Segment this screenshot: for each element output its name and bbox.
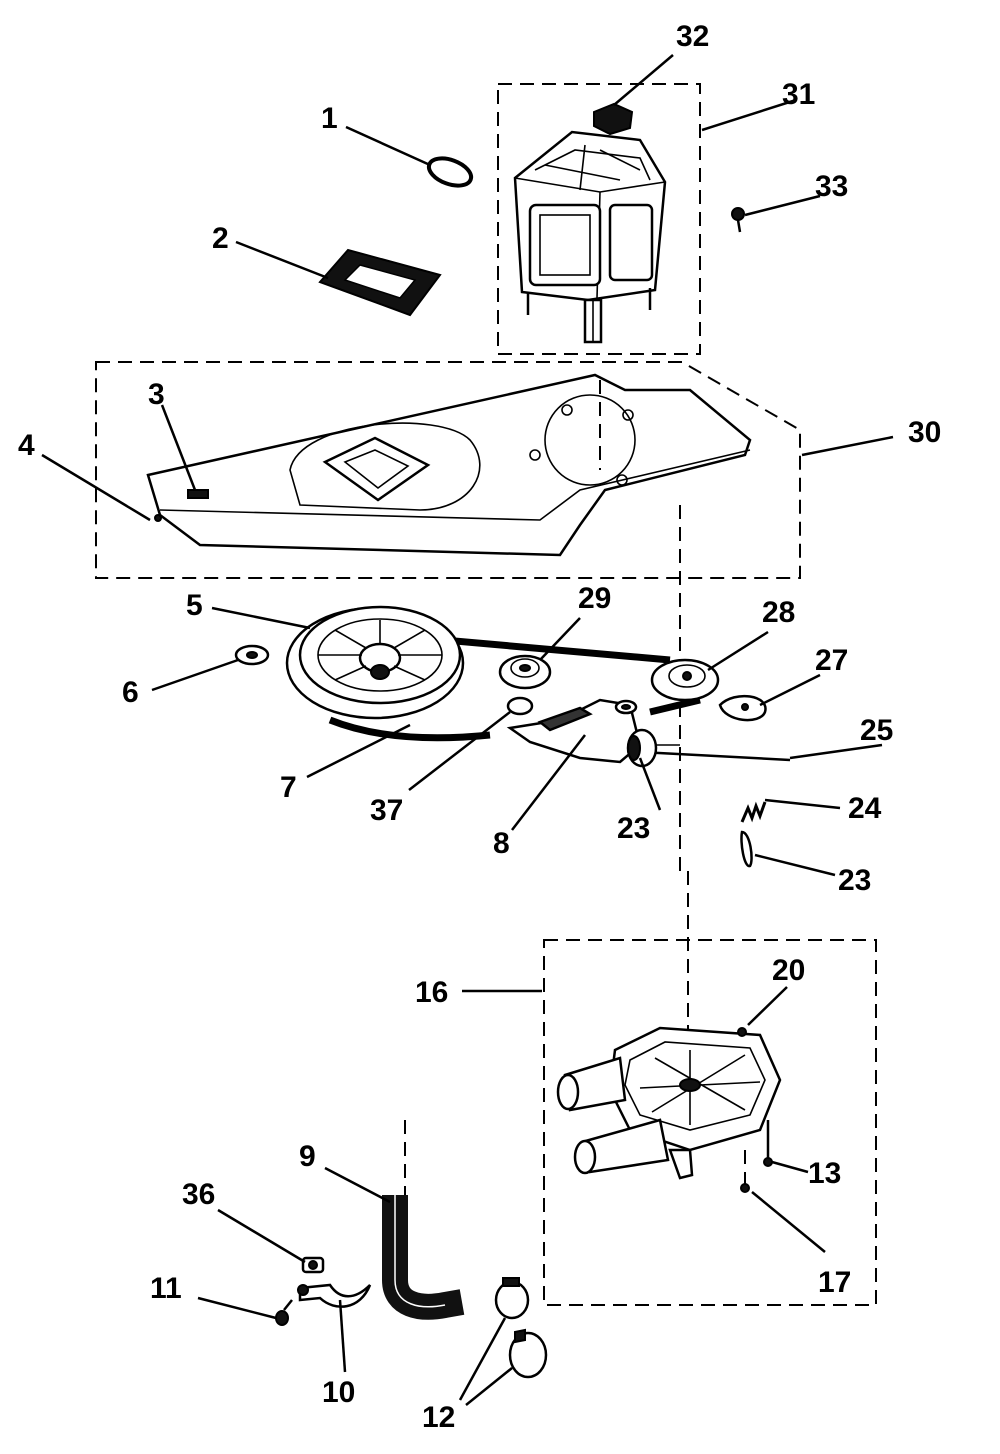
idler-pulley: [498, 654, 552, 716]
label-part-5: 5: [186, 589, 203, 622]
pump-assembly-group: [543, 939, 877, 1306]
large-pulley: [285, 605, 465, 720]
spring-24: [740, 801, 767, 823]
label-part-4: 4: [18, 429, 35, 462]
label-part-24: 24: [848, 792, 882, 825]
spring-rod-25: [626, 728, 791, 768]
label-part-17: 17: [818, 1266, 851, 1299]
label-part-23-lower: 23: [838, 864, 871, 897]
label-part-11: 11: [150, 1272, 182, 1305]
pump-assembly-box: [543, 939, 877, 1306]
label-part-10: 10: [322, 1376, 355, 1409]
bracket-clip-36: [301, 1256, 325, 1274]
base-plate: [146, 373, 752, 557]
hose-bracket: [297, 1283, 372, 1308]
square-mount: [318, 248, 442, 317]
part-labels: 1 2 3 4 5 6 7 8 9 10 11 12 13 16 17 20 2…: [18, 20, 941, 1434]
label-part-6: 6: [122, 676, 139, 709]
label-part-2: 2: [212, 222, 229, 255]
washer-27: [718, 694, 767, 722]
label-part-8: 8: [493, 827, 510, 860]
motor-pulley: [650, 658, 720, 702]
label-part-30: 30: [908, 416, 941, 449]
label-part-20: 20: [772, 954, 805, 987]
washer-6: [234, 644, 270, 666]
label-part-12: 12: [422, 1401, 455, 1434]
label-part-23-upper: 23: [617, 812, 650, 845]
label-part-33: 33: [815, 170, 848, 203]
screw-17: [740, 1183, 750, 1193]
screw-13: [763, 1120, 773, 1167]
label-part-13: 13: [808, 1157, 841, 1190]
label-part-7: 7: [280, 771, 297, 804]
label-part-29: 29: [578, 582, 611, 615]
label-part-25: 25: [860, 714, 893, 747]
label-part-36: 36: [182, 1178, 215, 1211]
motor-assembly-box: [497, 83, 701, 355]
label-part-27: 27: [815, 644, 848, 677]
label-part-31: 31: [782, 78, 815, 111]
label-part-16: 16: [415, 976, 448, 1009]
base-plate-group: [95, 361, 801, 579]
pin-23: [740, 830, 753, 868]
label-part-28: 28: [762, 596, 795, 629]
motor: [513, 130, 667, 344]
screw-11: [275, 1299, 293, 1326]
label-part-3: 3: [148, 378, 165, 411]
terminal-block: [593, 102, 634, 136]
screw-20: [737, 1027, 747, 1037]
label-part-1: 1: [321, 102, 338, 135]
label-part-32: 32: [676, 20, 709, 53]
pump: [556, 1026, 782, 1180]
label-part-9: 9: [299, 1140, 316, 1173]
base-plate-box: [95, 361, 801, 579]
screw-33: [731, 207, 745, 233]
label-part-37: 37: [370, 794, 403, 827]
hose-clamp-lower: [508, 1328, 548, 1379]
leader-lines: [41, 54, 894, 1406]
motor-assembly-group: [497, 83, 745, 355]
hose: [382, 1195, 465, 1320]
hose-clamp-upper: [494, 1277, 530, 1320]
clip-ring: [426, 156, 474, 188]
